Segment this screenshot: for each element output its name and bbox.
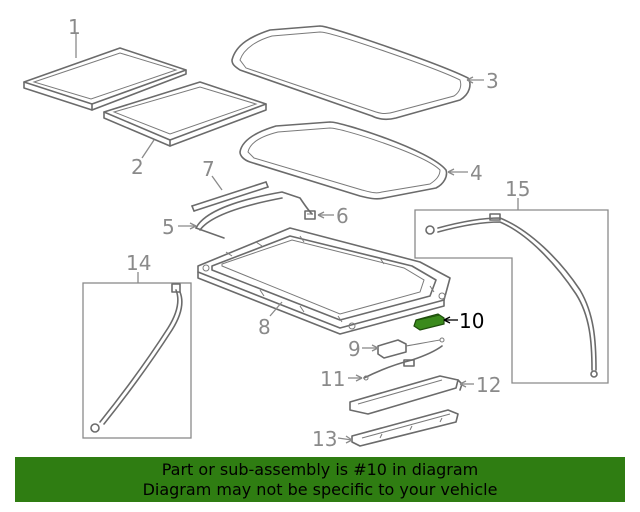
part-15-box [414,209,609,384]
leader-4-arrow [447,168,455,176]
part-11-harness [363,345,443,381]
leader-6-arrow [317,211,325,219]
callout-13: 13 [312,427,337,451]
leader-3-arrow [466,76,474,84]
part-6-clip [304,210,316,220]
leader-8 [269,301,283,317]
part-13-shade-rail [351,409,459,447]
callout-10: 10 [459,309,484,333]
part-9-module [377,337,445,359]
callout-1: 1 [68,15,81,39]
parts-diagram: 1 2 3 4 7 5 6 [23,15,609,451]
part-3-glass [231,25,471,121]
leader-11-arrow [355,374,363,382]
callout-7: 7 [202,157,215,181]
part-1-glass-panel [23,47,187,111]
callout-11: 11 [320,367,345,391]
part-2-panel-frame [103,81,267,147]
leader-13 [337,437,353,441]
part-4-seal [239,121,448,200]
part-12-shade [349,375,463,415]
callout-5: 5 [162,215,175,239]
part-7-deflector [191,181,269,212]
part-5-guide-rail [195,191,313,239]
part-14-drain-hose [90,283,183,433]
leader-7 [211,175,223,191]
leader-2 [141,139,155,159]
leader-9-arrow [371,344,379,352]
callout-8: 8 [258,315,271,339]
callout-12: 12 [476,373,501,397]
callout-4: 4 [470,161,483,185]
leader-13-arrow [345,435,353,444]
banner-line-2: Diagram may not be specific to your vehi… [142,479,498,499]
part-14-box [82,282,192,439]
leader-12-arrow [459,380,467,388]
banner-line-1: Part or sub-assembly is #10 in diagram [161,459,479,479]
callout-2: 2 [131,155,144,179]
callout-14: 14 [126,251,151,275]
info-banner: Part or sub-assembly is #10 in diagram D… [15,457,625,502]
callout-15: 15 [505,177,530,201]
leader-5-arrow [189,222,197,230]
part-10-motor [413,313,445,331]
part-8-frame [197,227,451,335]
leader-10-arrow [443,316,451,324]
callout-3: 3 [486,69,499,93]
callout-6: 6 [336,204,349,228]
callout-9: 9 [348,337,361,361]
part-15-drain-hose [425,213,598,378]
